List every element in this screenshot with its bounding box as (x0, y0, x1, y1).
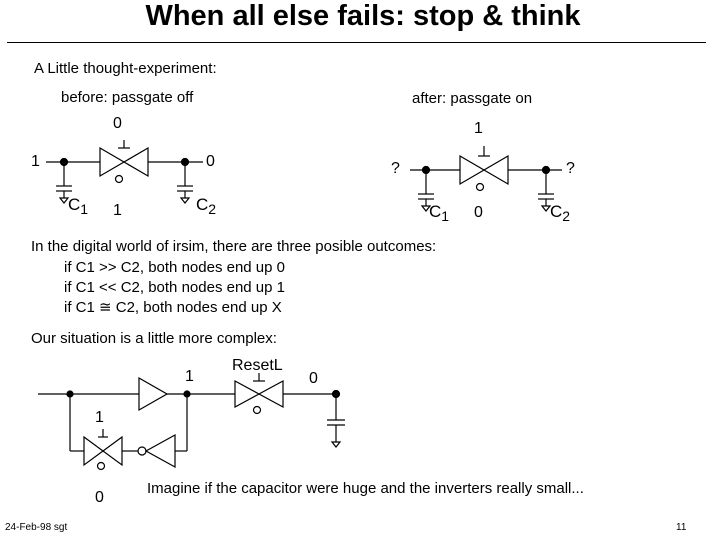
passgate-triangle-right (459, 154, 486, 186)
node-dot (183, 390, 191, 398)
after-label: after: passgate on (412, 90, 533, 107)
ground-icon (330, 441, 342, 448)
ground-icon (420, 205, 432, 212)
feedback-passgate-left (101, 435, 123, 467)
after-cap2-label: C2 (550, 202, 571, 224)
after-circuit (410, 146, 562, 212)
gate-bubble (252, 405, 262, 415)
footer-date: 24-Feb-98 sgt (5, 522, 68, 533)
passgate-triangle-left (482, 154, 509, 186)
after-left-node: ? (391, 160, 400, 177)
ground-icon (58, 197, 70, 204)
node-dot (331, 389, 341, 399)
inverter-triangle (138, 376, 169, 412)
imagine-text: Imagine if the capacitor were huge and t… (147, 480, 584, 497)
feedback-gate-top: 1 (95, 409, 104, 426)
complex-intro: Our situation is a little more complex: (31, 330, 277, 347)
before-left-node: 1 (31, 153, 40, 170)
node-dot (59, 157, 69, 167)
inverter-output-label: 1 (185, 368, 194, 385)
passgate-triangle-right (99, 146, 126, 178)
passgate-triangle-left (122, 146, 149, 178)
page-number: 11 (676, 522, 687, 533)
outcome-item: if C1 >> C2, both nodes end up 0 (64, 259, 285, 276)
intro-text: A Little thought-experiment: (34, 60, 217, 77)
outcomes-intro: In the digital world of irsim, there are… (31, 238, 437, 255)
feedback-passgate-right (83, 435, 105, 467)
gate-bubble (475, 182, 485, 192)
before-gate-top: 0 (113, 115, 122, 132)
reset-passgate-right (234, 379, 261, 409)
ground-icon (179, 197, 191, 204)
before-cap2-label: C2 (196, 195, 217, 217)
after-gate-bottom: 0 (474, 204, 483, 221)
reset-output-label: 0 (309, 370, 318, 387)
after-right-node: ? (566, 160, 575, 177)
resetl-label: ResetL (232, 357, 283, 374)
feedback-gate-bottom: 0 (95, 489, 104, 506)
outcome-item: if C1 ≅ C2, both nodes end up X (64, 299, 282, 316)
before-label: before: passgate off (61, 89, 194, 106)
node-dot (180, 157, 190, 167)
node-dot (421, 165, 431, 175)
slide-title: When all else fails: stop & think (145, 0, 581, 32)
reset-passgate-left (257, 379, 284, 409)
outcome-item: if C1 << C2, both nodes end up 1 (64, 279, 285, 296)
after-gate-top: 1 (474, 120, 483, 137)
node-dot (541, 165, 551, 175)
after-cap1-label: C1 (429, 202, 450, 224)
before-right-node: 0 (206, 153, 215, 170)
node-dot (66, 390, 74, 398)
before-gate-bottom: 1 (113, 202, 122, 219)
ground-icon (540, 205, 552, 212)
complex-circuit (38, 373, 345, 471)
before-cap1-label: C1 (68, 195, 89, 217)
gate-bubble (96, 461, 106, 471)
title-rule (7, 42, 706, 43)
feedback-inverter-triangle (144, 433, 176, 469)
gate-bubble (114, 174, 124, 184)
before-circuit (46, 140, 203, 204)
